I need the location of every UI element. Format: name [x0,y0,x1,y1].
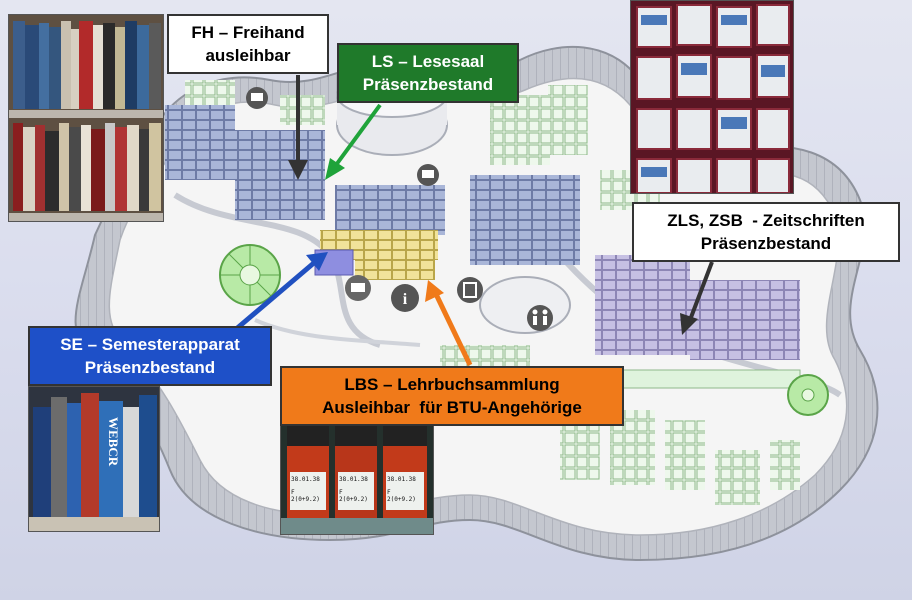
label-se-subtitle: Präsenzbestand [84,358,216,377]
label-ls: LS – Lesesaal Präsenzbestand [337,43,519,103]
label-zls-title: ZLS, ZSB - Zeitschriften [667,211,865,230]
label-fh-title: FH – Freihand [191,23,305,42]
shelf-block-fh [235,130,325,220]
shelf-block [335,185,445,235]
label-lbs: LBS – Lehrbuchsammlung Ausleihbar für BT… [280,366,624,426]
label-zls: ZLS, ZSB - Zeitschriften Präsenzbestand [632,202,900,262]
arrow-zls [680,261,714,335]
elevator-icon [457,277,483,303]
reading-tables [560,420,600,480]
label-lbs-subtitle: Ausleihbar für BTU-Angehörige [322,398,582,417]
computer-icon [417,164,439,186]
lbs-shelves [355,260,435,280]
arrow-ls [325,103,382,180]
zls-shelves [595,255,690,355]
label-ls-subtitle: Präsenzbestand [362,75,494,94]
label-lbs-title: LBS – Lehrbuchsammlung [344,375,560,394]
reading-tables [280,95,325,125]
se-book-spine: WEBCR [106,417,121,467]
label-ls-title: LS – Lesesaal [371,52,485,71]
label-se: SE – Semesterapparat Präsenzbestand [28,326,272,386]
shelf-block [470,175,580,265]
reading-tables [185,80,235,105]
label-fh: FH – Freihand ausleihbar [167,14,329,74]
reading-tables [599,369,801,389]
computer-icon [246,87,268,109]
info-icon: i [391,284,419,312]
photo-semesterapparat: WEBCR [28,386,160,532]
copier-icon [345,275,371,301]
reading-tables [490,95,550,165]
reading-tables [440,345,530,367]
arrow-fh [288,75,308,180]
svg-text:i: i [403,291,408,308]
stairs-icon [787,374,829,416]
atrium-column [479,276,571,334]
reading-tables [770,440,800,490]
photo-magazine-rack [630,0,794,194]
label-se-title: SE – Semesterapparat [60,335,240,354]
shelf-block-fh [165,105,235,180]
toilet-icon [527,305,553,331]
label-fh-subtitle: ausleihbar [205,46,291,65]
arrow-lbs [425,280,473,367]
label-zls-subtitle: Präsenzbestand [700,234,832,253]
zls-shelves [690,280,800,360]
stairs-icon [219,244,281,306]
arrow-se [233,252,328,332]
photo-bookshelf-fh [8,14,164,222]
reading-tables [548,85,588,155]
reading-tables [715,450,760,505]
reading-tables [665,420,705,490]
